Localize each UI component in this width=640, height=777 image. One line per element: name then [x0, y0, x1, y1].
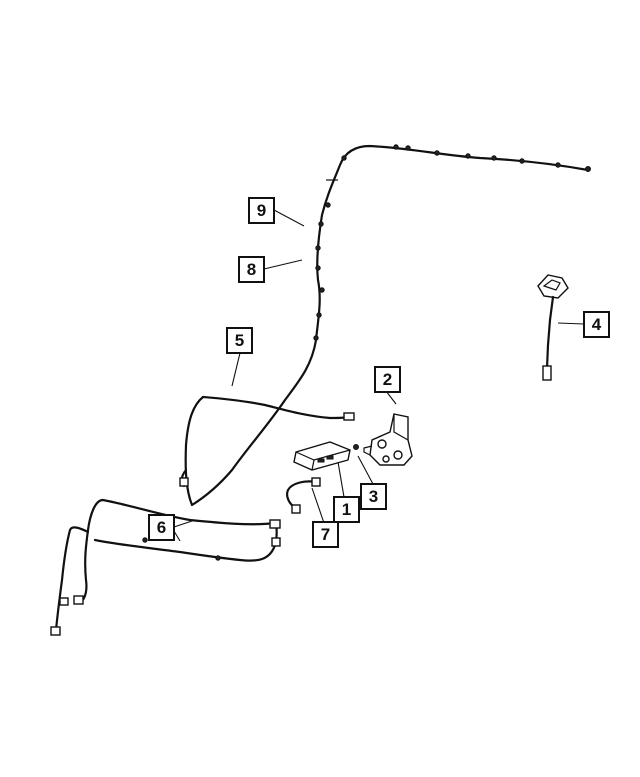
- callout-label: 4: [592, 315, 602, 334]
- callout-label: 6: [157, 518, 166, 537]
- part-2-bracket: [363, 413, 413, 466]
- callout-4: 4: [583, 311, 610, 338]
- callout-6: 6: [148, 514, 175, 541]
- callout-8: 8: [238, 256, 265, 283]
- part-7-cable: [286, 477, 321, 514]
- callout-9: 9: [248, 197, 275, 224]
- part-6-harness: [50, 498, 281, 636]
- callout-label: 2: [383, 370, 392, 389]
- callout-7: 7: [312, 521, 339, 548]
- part-1-module: [293, 441, 359, 471]
- callout-label: 3: [369, 487, 378, 506]
- callout-label: 5: [235, 331, 244, 350]
- callout-1: 1: [333, 496, 360, 523]
- callout-2: 2: [374, 366, 401, 393]
- callout-5: 5: [226, 327, 253, 354]
- callout-label: 7: [321, 525, 330, 544]
- callout-label: 8: [247, 260, 256, 279]
- part-5-harness: [179, 395, 355, 488]
- roof-wiring-harness: [184, 144, 591, 507]
- callout-label: 9: [257, 201, 266, 220]
- leader-lines: [173, 209, 585, 542]
- callout-label: 1: [342, 500, 351, 519]
- callout-3: 3: [360, 483, 387, 510]
- part-4-antenna: [537, 274, 569, 381]
